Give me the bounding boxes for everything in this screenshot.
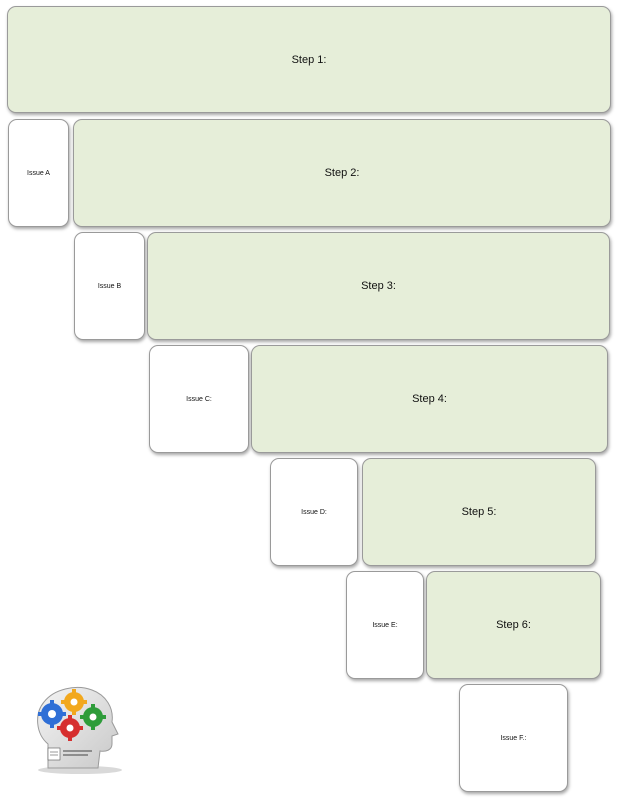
issue-b-label: Issue B xyxy=(97,282,122,290)
step-6-box: Step 6: xyxy=(426,571,601,679)
green-gear xyxy=(80,704,106,730)
issue-f-box: Issue F.: xyxy=(459,684,568,792)
head-with-gears-icon xyxy=(30,684,130,776)
red-gear xyxy=(57,715,83,741)
issue-b-box: Issue B xyxy=(74,232,145,340)
step-6-label: Step 6: xyxy=(496,619,531,631)
step-4-box: Step 4: xyxy=(251,345,608,453)
step-4-label: Step 4: xyxy=(412,393,447,405)
issue-c-box: Issue C: xyxy=(149,345,249,453)
step-5-box: Step 5: xyxy=(362,458,596,566)
issue-a-label: Issue A xyxy=(27,169,50,177)
step-1-box: Step 1: xyxy=(7,6,611,113)
issue-a-box: Issue A xyxy=(8,119,69,227)
issue-c-label: Issue C: xyxy=(186,395,212,403)
issue-e-label: Issue E: xyxy=(372,621,398,629)
issue-f-label: Issue F.: xyxy=(500,734,527,742)
issue-d-label: Issue D: xyxy=(301,508,327,516)
issue-d-box: Issue D: xyxy=(270,458,358,566)
orange-gear xyxy=(61,689,87,715)
step-3-label: Step 3: xyxy=(361,280,396,292)
issue-e-box: Issue E: xyxy=(346,571,424,679)
step-2-label: Step 2: xyxy=(324,167,360,179)
blue-gear xyxy=(38,700,66,728)
step-3-box: Step 3: xyxy=(147,232,610,340)
step-5-label: Step 5: xyxy=(461,506,497,518)
step-1-label: Step 1: xyxy=(291,53,327,66)
step-2-box: Step 2: xyxy=(73,119,611,227)
